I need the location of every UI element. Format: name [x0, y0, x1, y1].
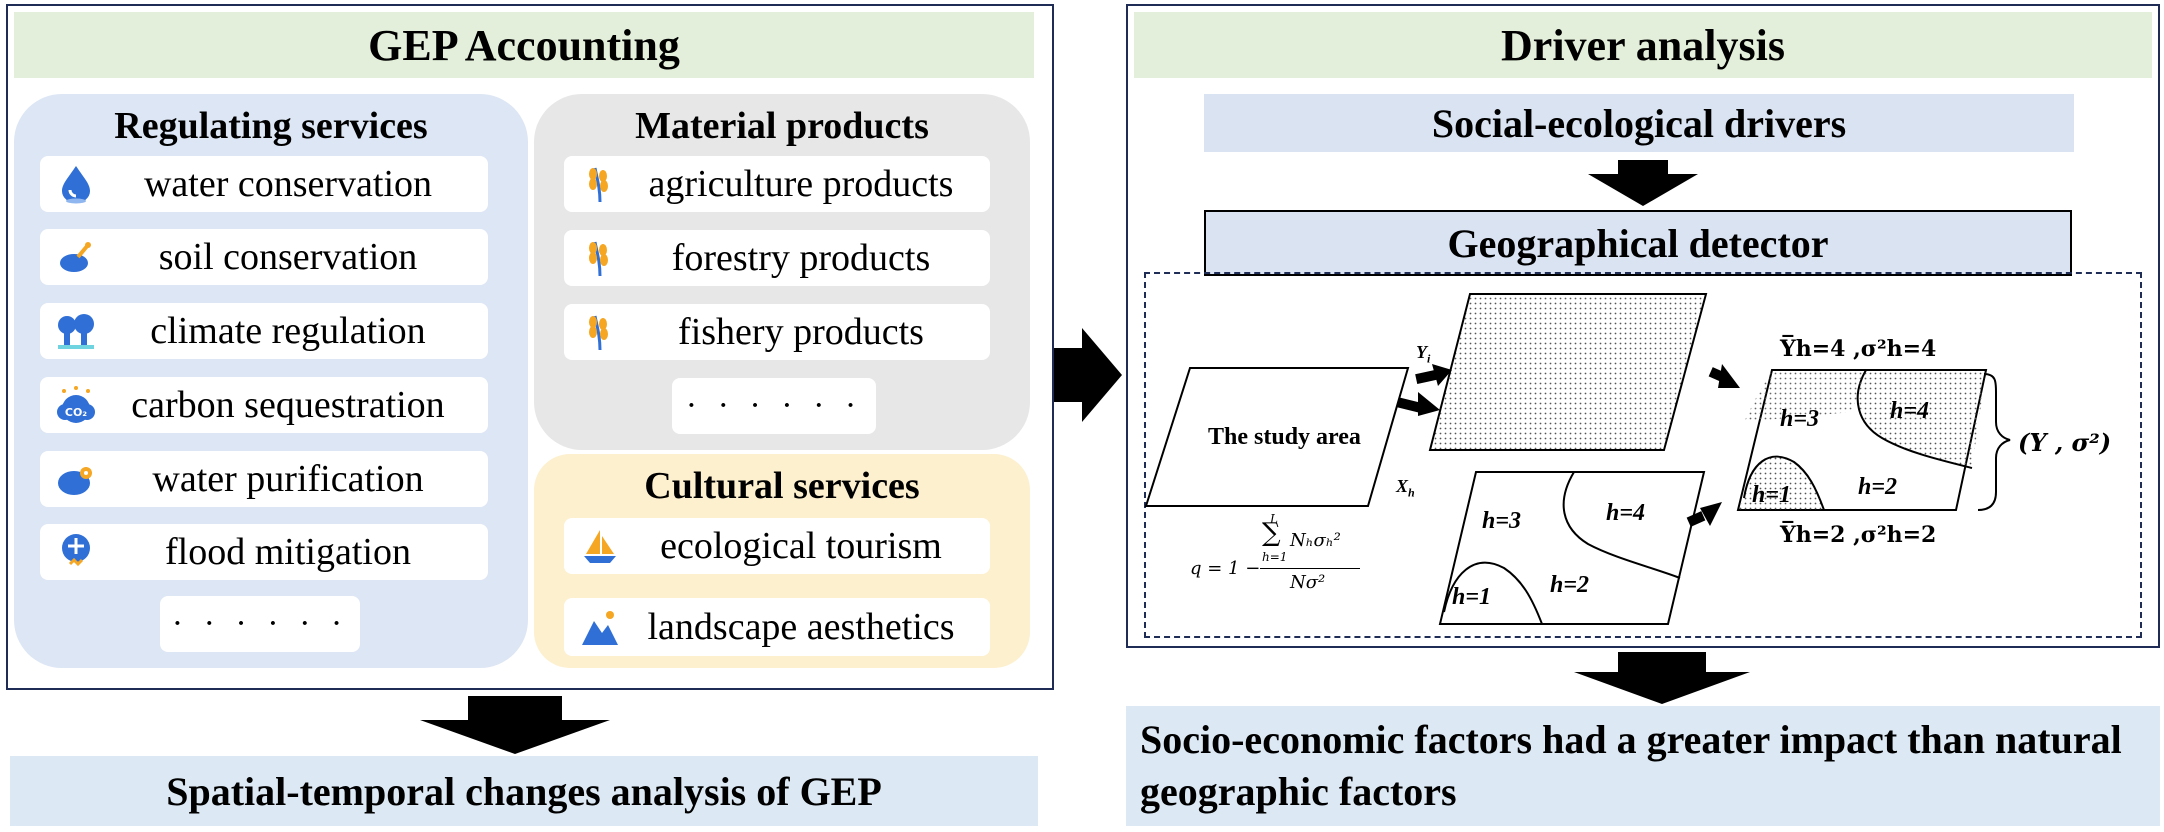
- item-soil-conservation: soil conservation: [40, 229, 488, 285]
- xh-strata-map: [1438, 471, 1706, 625]
- result-stratum-h4: h=4: [1890, 398, 1930, 424]
- xh-stratum-h3: h=3: [1482, 508, 1522, 534]
- item-water-purification: water purification: [40, 451, 488, 507]
- formula-q: q = 1 −: [1190, 558, 1261, 579]
- top-stratum-stat: Y̅h=4 ,σ²h=4: [1780, 336, 1937, 362]
- down-arrow-right: [1574, 652, 1750, 704]
- cultural-services-title: Cultural services: [644, 465, 920, 507]
- item-fishery-products: fishery products: [564, 304, 990, 360]
- social-ecological-drivers-box: Social-ecological drivers: [1204, 94, 2074, 152]
- water-drop-icon: [56, 164, 96, 204]
- arrow-to-xh: [1397, 392, 1440, 416]
- geodetector-diagram-svg: [1144, 293, 2011, 625]
- yi-label: Yi: [1416, 342, 1431, 366]
- item-label: carbon sequestration: [131, 384, 445, 426]
- item-label: agriculture products: [648, 163, 954, 205]
- item-carbon-sequestration: CO₂ carbon sequestration: [40, 377, 488, 433]
- driver-conclusion-text: Socio-economic factors had a greater imp…: [1140, 717, 2122, 814]
- xh-stratum-h2: h=2: [1550, 572, 1590, 598]
- formula-sum-sign: ∑: [1262, 518, 1281, 548]
- soil-icon: [56, 237, 96, 277]
- gep-conclusion: Spatial-temporal changes analysis of GEP: [10, 756, 1038, 826]
- bottom-stratum-stat: Y̅h=2 ,σ²h=2: [1780, 522, 1937, 548]
- item-label: ecological tourism: [660, 525, 942, 567]
- wheat-icon: [580, 164, 620, 204]
- result-stratum-h1: h=1: [1752, 482, 1792, 508]
- right-brace: [1977, 373, 2011, 511]
- item-label: fishery products: [678, 311, 924, 353]
- item-label: flood mitigation: [165, 531, 411, 573]
- item-label: water conservation: [143, 163, 433, 205]
- formula-numerator: Nₕσₕ²: [1290, 530, 1341, 551]
- down-arrow-left: [420, 696, 610, 754]
- item-ecological-tourism: ecological tourism: [564, 518, 990, 574]
- item-agriculture-products: agriculture products: [564, 156, 990, 212]
- formula-denominator: Nσ²: [1290, 572, 1326, 593]
- geographical-detector-box: Geographical detector: [1204, 210, 2072, 276]
- item-forestry-products: forestry products: [564, 230, 990, 286]
- driver-conclusion: Socio-economic factors had a greater imp…: [1126, 706, 2160, 826]
- water-purification-icon: [56, 459, 96, 499]
- wheat-icon: [580, 238, 620, 278]
- xh-stratum-h1: h=1: [1452, 584, 1492, 610]
- material-products-title: Material products: [635, 105, 929, 147]
- driver-analysis-panel: [1126, 4, 2160, 648]
- regulating-services-title: Regulating services: [114, 105, 428, 147]
- item-water-conservation: water conservation: [40, 156, 488, 212]
- material-more-ellipsis: · · · · · ·: [672, 378, 876, 434]
- gep-conclusion-text: Spatial-temporal changes analysis of GEP: [166, 768, 882, 814]
- co2-cloud-icon: CO₂: [56, 385, 96, 425]
- formula-fraction-line: [1260, 568, 1360, 569]
- right-arrow-center: [1054, 328, 1122, 422]
- item-label: water purification: [152, 458, 424, 500]
- brace-label: (Y , σ²): [2018, 428, 2112, 457]
- down-arrow-drivers: [1588, 160, 1698, 206]
- item-flood-mitigation: flood mitigation: [40, 524, 488, 580]
- sailboat-icon: [580, 526, 620, 566]
- wheat-icon: [580, 312, 620, 352]
- xh-label: Xh: [1396, 476, 1415, 500]
- gep-accounting-title: GEP Accounting: [14, 12, 1034, 78]
- formula-sum-bottom: h=1: [1262, 550, 1288, 564]
- svg-text:CO₂: CO₂: [65, 406, 87, 419]
- result-stratum-h3: h=3: [1780, 406, 1820, 432]
- gep-accounting-panel: [6, 4, 1054, 690]
- arrow-xh-to-result: [1686, 502, 1722, 527]
- regulating-more-ellipsis: · · · · · ·: [160, 596, 360, 652]
- xh-stratum-h4: h=4: [1606, 500, 1646, 526]
- q-formula: q = 1 − L ∑ h=1 Nₕσₕ² Nσ²: [1190, 512, 1360, 604]
- item-label: climate regulation: [150, 310, 426, 352]
- item-label: forestry products: [671, 237, 931, 279]
- yi-dotted-map: [1428, 293, 1708, 451]
- arrow-to-yi: [1415, 364, 1452, 386]
- item-label: landscape aesthetics: [647, 606, 955, 648]
- driver-analysis-title: Driver analysis: [1134, 12, 2152, 78]
- item-landscape-aesthetics: landscape aesthetics: [564, 598, 990, 656]
- flood-icon: [56, 532, 96, 572]
- result-stratum-h2: h=2: [1858, 474, 1898, 500]
- formula-sum-top: L: [1270, 512, 1278, 526]
- item-climate-regulation: climate regulation: [40, 303, 488, 359]
- study-area-parallelogram: [1144, 367, 1410, 507]
- tree-icon: [56, 311, 96, 351]
- study-area-label: The study area: [1208, 424, 1361, 450]
- geodetector-diagram: [1144, 272, 2142, 638]
- item-label: soil conservation: [158, 236, 418, 278]
- arrow-yi-to-result: [1708, 364, 1740, 388]
- mountain-landscape-icon: [580, 607, 620, 647]
